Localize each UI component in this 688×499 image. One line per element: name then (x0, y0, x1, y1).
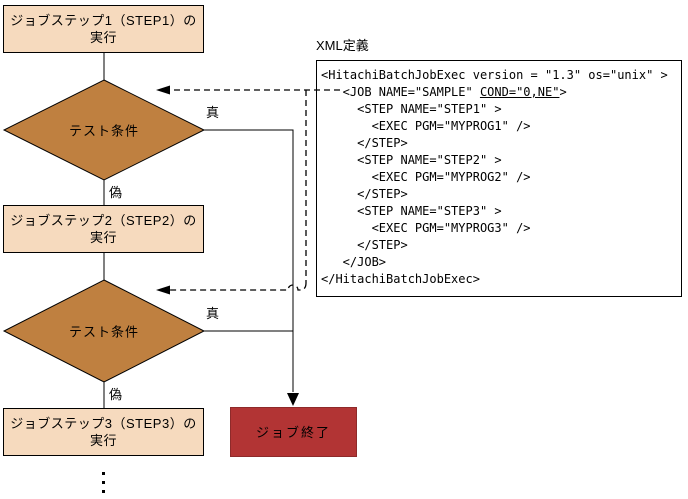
xml-line-job: <JOB NAME="SAMPLE" COND="0,NE"> (321, 84, 681, 101)
xml-line: </JOB> (321, 255, 387, 269)
xml-line: <STEP NAME="STEP1" > (321, 102, 502, 116)
xml-definition-box: <HitachiBatchJobExec version = "1.3" os=… (316, 60, 682, 297)
xml-job-cond-underlined: COND="0,NE" (479, 85, 560, 99)
continuation-dots (102, 472, 105, 493)
branch2-false-label: 偽 (109, 387, 123, 402)
xml-line: <STEP NAME="STEP2" > (321, 153, 502, 167)
branch2-true-label: 真 (206, 306, 220, 321)
xml-line: <EXEC PGM="MYPROG2" /> (321, 170, 531, 184)
step2-label: ジョブステップ2（STEP2）の 実行 (10, 213, 197, 245)
xml-line: <HitachiBatchJobExec version = "1.3" os=… (321, 68, 668, 82)
xml-line: <EXEC PGM="MYPROG3" /> (321, 221, 531, 235)
job-end-box: ジョブ終了 (230, 407, 357, 457)
decision1-label: テスト条件 (68, 123, 140, 139)
xml-line: <EXEC PGM="MYPROG1" /> (321, 119, 531, 133)
step1-process-box: ジョブステップ1（STEP1）の 実行 (3, 5, 204, 53)
step3-label: ジョブステップ3（STEP3）の 実行 (10, 416, 197, 448)
decision2-label: テスト条件 (68, 324, 140, 340)
arrowhead-down-icon (287, 393, 299, 406)
xml-line: </STEP> (321, 238, 408, 252)
step1-label: ジョブステップ1（STEP1）の 実行 (10, 13, 197, 45)
xml-line: <STEP NAME="STEP3" > (321, 204, 502, 218)
step3-process-box: ジョブステップ3（STEP3）の 実行 (3, 408, 204, 456)
xml-panel-title: XML定義 (316, 38, 369, 53)
xml-line: </STEP> (321, 136, 408, 150)
branch1-false-label: 偽 (109, 185, 123, 200)
xml-job-pre: <JOB NAME="SAMPLE" (321, 85, 480, 99)
job-end-label: ジョブ終了 (255, 424, 331, 440)
xml-job-post: > (559, 85, 567, 99)
step2-process-box: ジョブステップ2（STEP2）の 実行 (3, 205, 204, 253)
arrowhead-left-icon (156, 285, 170, 295)
connector-true1-to-jobend (204, 129, 294, 392)
arrowhead-left-icon (156, 85, 170, 95)
branch1-true-label: 真 (206, 105, 220, 120)
xml-line: </STEP> (321, 187, 408, 201)
xml-line: </HitachiBatchJobExec> (321, 272, 480, 286)
dashed-link-job-to-decision2 (170, 282, 307, 291)
